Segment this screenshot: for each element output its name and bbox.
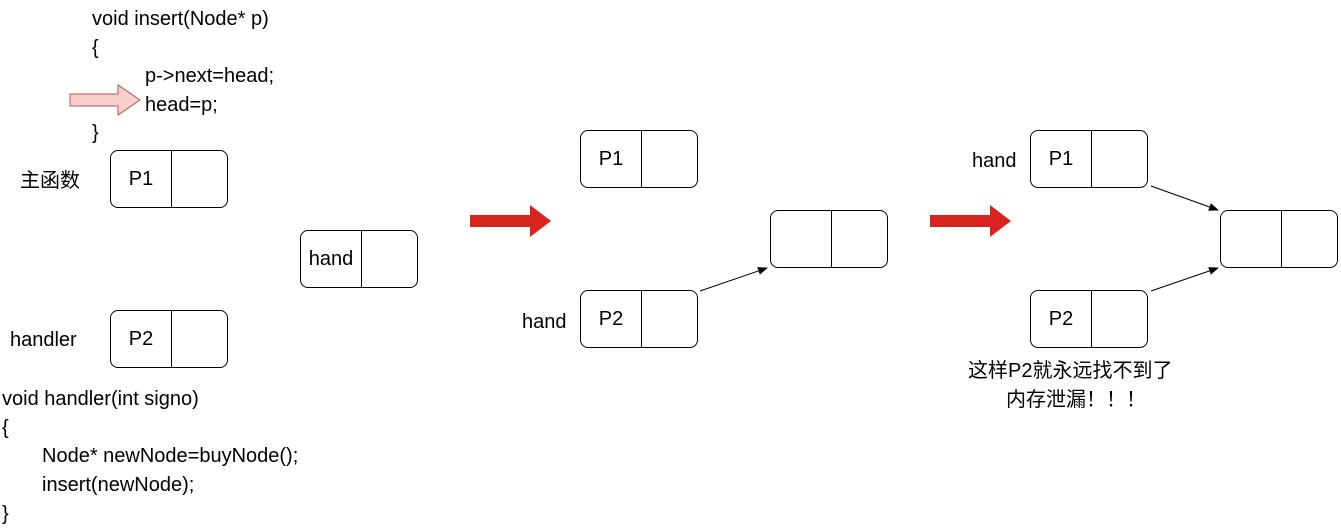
node-p1-left-next [172, 151, 227, 207]
node-hand-left-data: hand [301, 231, 362, 287]
node-hand-mid-data [771, 211, 832, 267]
node-p2-mid-data: P2 [581, 291, 642, 347]
node-p1-mid: P1 [580, 130, 698, 188]
node-p2-mid: P2 [580, 290, 698, 348]
step-arrow-2-icon [930, 205, 1011, 237]
link-p2-to-hand-right [1150, 267, 1219, 292]
node-p2-left-next [172, 311, 227, 367]
insert-close-brace: } [92, 122, 99, 144]
node-p1-left-data: P1 [111, 151, 172, 207]
handler-signature: void handler(int signo) [2, 388, 199, 410]
node-hand-mid-next [832, 211, 887, 267]
insert-open-brace: { [92, 37, 99, 59]
node-hand-right-data [1221, 211, 1282, 267]
handler-label: handler [10, 329, 77, 351]
node-p2-right-next [1092, 291, 1147, 347]
node-hand-right [1220, 210, 1338, 268]
insert-line-next: p->next=head; [145, 65, 274, 87]
hand-label-right: hand [972, 150, 1017, 172]
node-p1-left: P1 [110, 150, 228, 208]
node-hand-mid [770, 210, 888, 268]
main-function-label: 主函数 [20, 170, 80, 192]
node-p1-mid-next [642, 131, 697, 187]
node-p2-right: P2 [1030, 290, 1148, 348]
hand-label-mid: hand [522, 311, 567, 333]
handler-close-brace: } [2, 503, 9, 525]
node-p1-right-data: P1 [1031, 131, 1092, 187]
caption-line-1: 这样P2就永远找不到了 [968, 360, 1173, 382]
insert-line-head: head=p; [145, 94, 218, 116]
link-p1-to-hand-right [1150, 185, 1219, 211]
node-hand-right-next [1282, 211, 1337, 267]
insert-signature: void insert(Node* p) [92, 8, 269, 30]
step-arrow-1-icon [470, 205, 551, 237]
node-p2-mid-next [642, 291, 697, 347]
node-p1-right: P1 [1030, 130, 1148, 188]
node-hand-left: hand [300, 230, 418, 288]
link-p2-to-hand-mid [699, 267, 768, 292]
node-hand-left-next [362, 231, 417, 287]
caption-line-2: 内存泄漏！！！ [1006, 389, 1146, 411]
node-p2-left-data: P2 [111, 311, 172, 367]
node-p1-mid-data: P1 [581, 131, 642, 187]
node-p2-left: P2 [110, 310, 228, 368]
node-p1-right-next [1092, 131, 1147, 187]
handler-line-insert: insert(newNode); [42, 474, 195, 496]
node-p2-right-data: P2 [1031, 291, 1092, 347]
current-line-pointer-icon [69, 84, 141, 116]
handler-open-brace: { [2, 417, 9, 439]
handler-line-buynode: Node* newNode=buyNode(); [42, 445, 299, 467]
